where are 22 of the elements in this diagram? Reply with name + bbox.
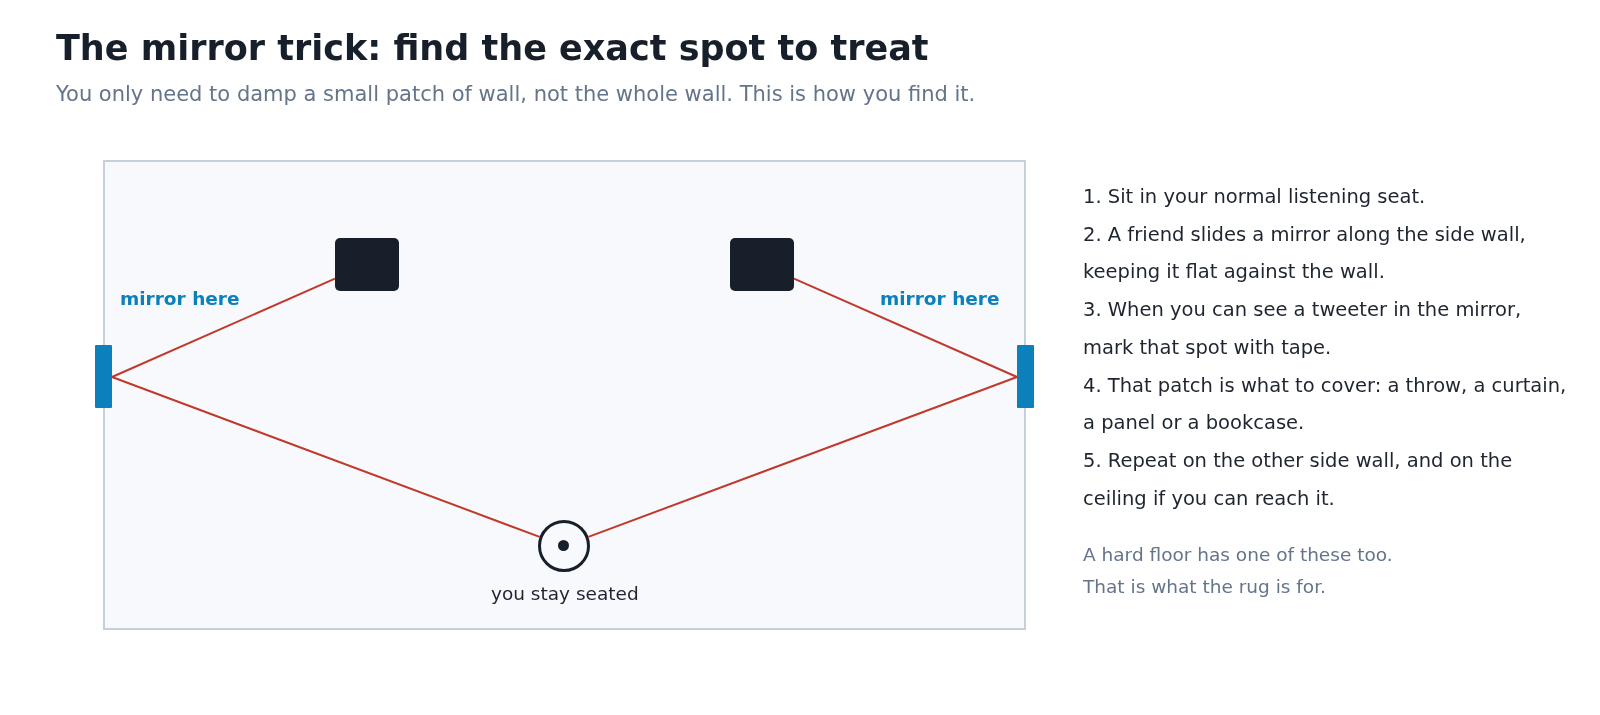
- speaker-box: [334, 237, 399, 291]
- speaker-box: [729, 237, 794, 291]
- note-text: A hard floor has one of these too.: [1083, 544, 1393, 565]
- instruction-step: 5. Repeat on the other side wall, and on the ceiling if you can reach it.: [1083, 441, 1573, 518]
- instruction-step: 2. A friend slides a mirror along the side wall, keeping it flat against the wall.: [1083, 215, 1573, 292]
- title: The mirror trick: find the exact spot to treat: [56, 28, 929, 68]
- instruction-step: 3. When you can see a tweeter in the mirror, mark that spot with tape.: [1083, 291, 1573, 367]
- reflection-line: [793, 277, 1018, 378]
- seat-label: you stay seated: [491, 583, 639, 604]
- mirror-label: mirror here: [120, 288, 240, 309]
- mirror-bar: [1017, 345, 1034, 408]
- note-text: That is what the rug is for.: [1083, 576, 1326, 597]
- instruction-step: 1. Sit in your normal listening seat.: [1083, 178, 1573, 216]
- instruction-step: 4. That patch is what to cover: a throw, a curtain, a panel or a bookcase.: [1083, 366, 1573, 442]
- room-outline: [103, 160, 1026, 630]
- reflection-line: [587, 376, 1018, 538]
- subtitle: You only need to damp a small patch of wall, not the whole wall. This is how you find it.: [56, 82, 976, 106]
- mirror-bar: [95, 345, 112, 408]
- reflection-line: [111, 376, 541, 538]
- reflection-line: [111, 277, 336, 378]
- seat-marker: [537, 519, 590, 572]
- mirror-label: mirror here: [880, 288, 1000, 309]
